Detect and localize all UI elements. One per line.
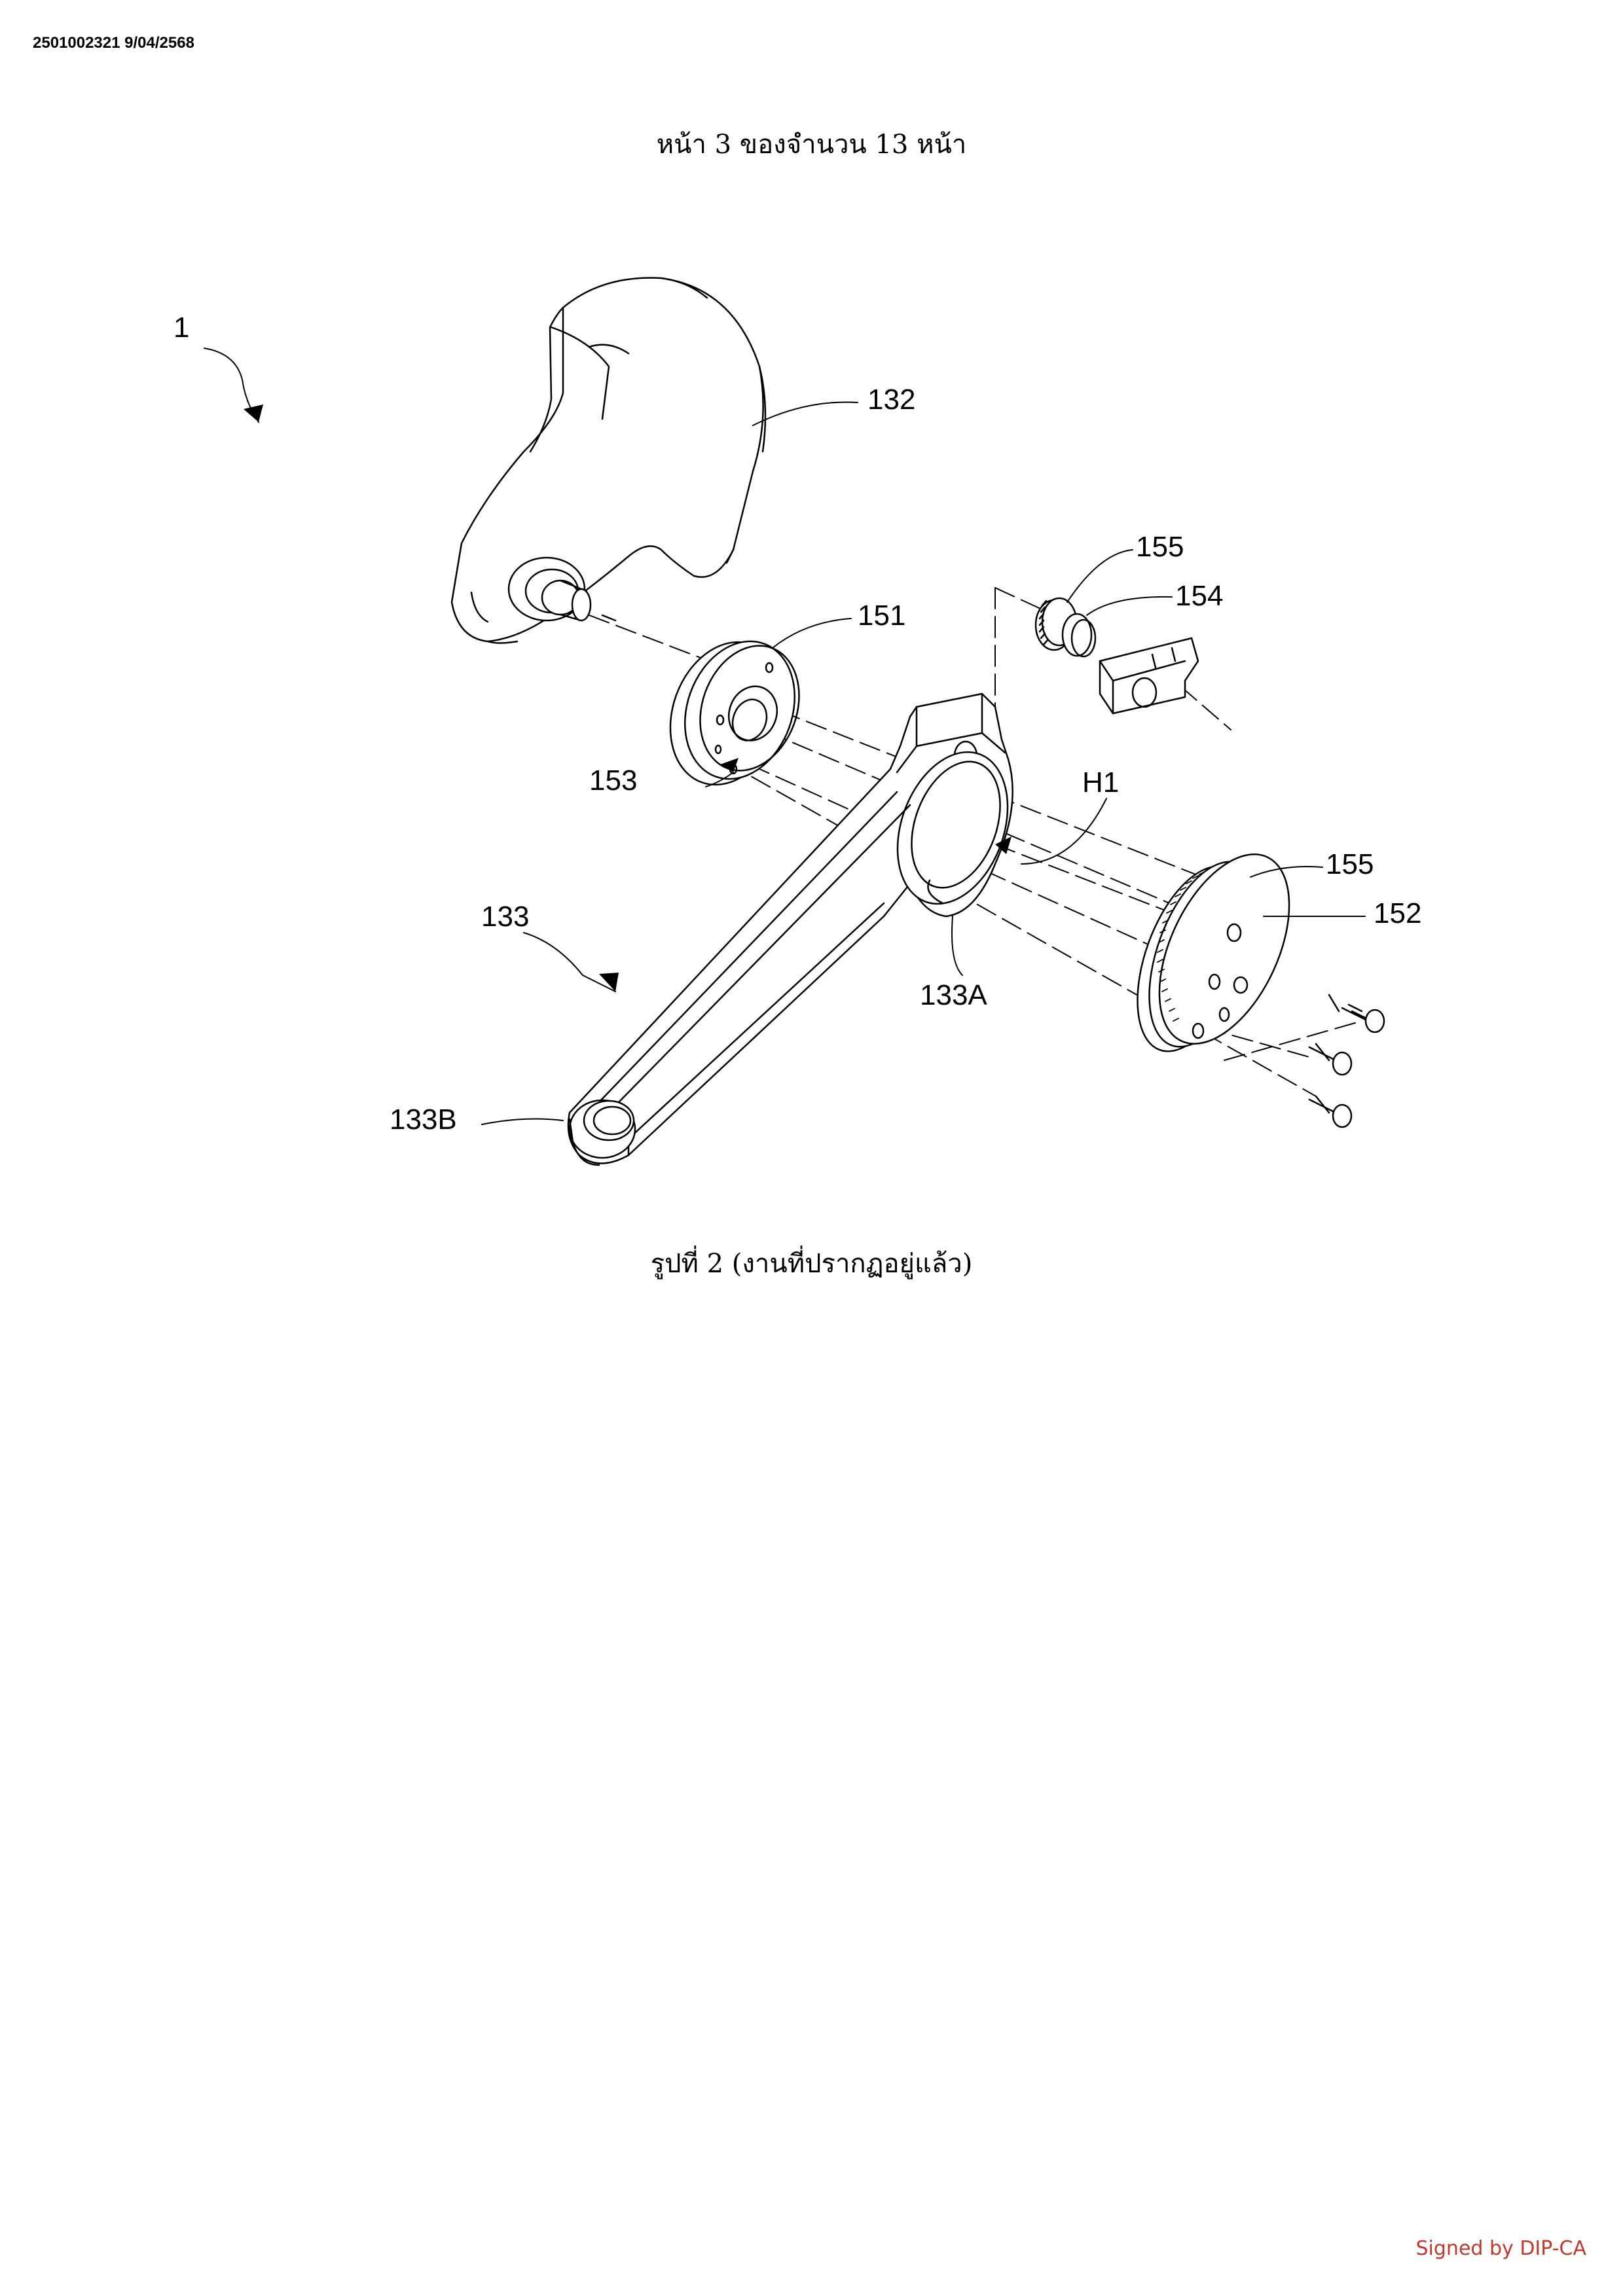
small-gear <box>1034 597 1097 658</box>
label-hub: 151 <box>858 600 905 632</box>
label-large-gear-rim: 155 <box>1326 848 1374 880</box>
signature-stamp: Signed by DIP-CA <box>1415 2237 1586 2260</box>
label-small-gear: 155 <box>1136 531 1184 563</box>
figure-caption: รูปที่ 2 (งานที่ปรากฏอยู่แล้ว) <box>650 1249 973 1279</box>
label-hub-hole: 153 <box>589 764 637 797</box>
label-arm: 133 <box>481 901 529 933</box>
label-gear: 152 <box>1374 897 1421 929</box>
screws <box>1308 994 1385 1128</box>
label-assembly: 1 <box>173 312 189 344</box>
leader-lines <box>204 348 1366 1125</box>
page-indicator: หน้า 3 ของจำนวน 13 หน้า <box>656 130 967 160</box>
label-hole: H1 <box>1082 766 1119 798</box>
arm <box>567 692 1013 1166</box>
label-arm-end: 133B <box>390 1103 457 1136</box>
large-gear <box>1137 853 1290 1052</box>
label-arm-ring: 133A <box>920 979 987 1011</box>
hub-plate <box>669 640 800 786</box>
block <box>1099 637 1199 715</box>
label-block: 154 <box>1175 580 1223 612</box>
label-cam: 132 <box>867 384 915 416</box>
cam-plate <box>450 277 767 644</box>
document-id: 2501002321 9/04/2568 <box>33 34 194 52</box>
